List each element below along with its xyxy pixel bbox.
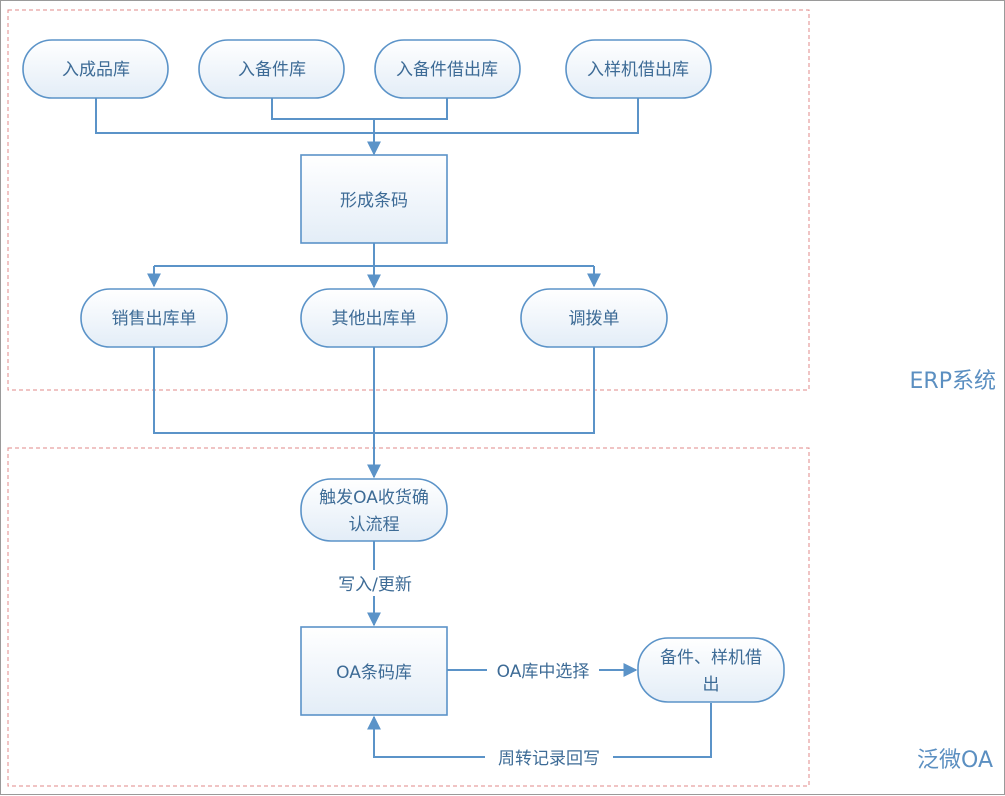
node-oa-barcode: OA条码库 — [300, 626, 448, 716]
node-transfer: 调拨单 — [520, 288, 668, 348]
node-label: 形成条码 — [340, 191, 408, 211]
node-in-spare-loan: 入备件借出库 — [374, 39, 521, 99]
node-shape — [374, 39, 521, 99]
select-label-bg — [487, 657, 599, 683]
node-label: 入样机借出库 — [587, 60, 689, 80]
node-in-spare: 入备件库 — [198, 39, 345, 99]
merge-line-outer — [95, 98, 639, 134]
outbound-merge-connectors — [153, 347, 595, 479]
node-in-finished: 入成品库 — [22, 39, 169, 99]
oa-region-box — [7, 447, 810, 787]
erp-region-box — [7, 9, 810, 391]
node-trigger-oa: 触发OA收货确 认流程 — [300, 478, 448, 542]
node-sales-out: 销售出库单 — [80, 288, 228, 348]
node-label-line1: 备件、样机借 — [660, 648, 762, 668]
node-shape — [300, 626, 448, 716]
node-loan-out: 备件、样机借 出 — [637, 637, 785, 703]
split-connectors — [147, 243, 601, 289]
node-label-line2: 认流程 — [349, 515, 400, 535]
node-shape — [637, 637, 785, 703]
writeback-label-bg — [485, 744, 613, 770]
region-label-erp: ERP系统 — [910, 369, 996, 394]
node-shape — [300, 154, 448, 244]
region-label-oa: 泛微OA — [917, 748, 993, 773]
node-shape — [80, 288, 228, 348]
node-label: 销售出库单 — [112, 309, 197, 329]
write-update-label-bg — [327, 570, 423, 596]
node-barcode: 形成条码 — [300, 154, 448, 244]
node-label-line2: 出 — [703, 675, 720, 695]
node-label-line1: 触发OA收货确 — [319, 488, 429, 508]
node-shape — [300, 478, 448, 542]
node-shape — [300, 288, 448, 348]
node-label: 入备件借出库 — [396, 60, 498, 80]
node-label: 入备件库 — [238, 60, 306, 80]
node-shape — [565, 39, 712, 99]
node-other-out: 其他出库单 — [300, 288, 448, 348]
node-shape — [198, 39, 345, 99]
node-label: 入成品库 — [62, 60, 130, 80]
edge-label-write-update: 写入/更新 — [338, 575, 412, 595]
node-shape — [22, 39, 169, 99]
edge-label-writeback: 周转记录回写 — [498, 749, 600, 769]
node-label: 其他出库单 — [332, 309, 417, 329]
merge-line-inner — [271, 98, 448, 120]
edge-label-select-from-oa: OA库中选择 — [497, 662, 590, 682]
node-label: 调拨单 — [569, 309, 620, 329]
node-shape — [520, 288, 668, 348]
node-label: OA条码库 — [336, 663, 412, 683]
merge-connectors — [95, 98, 639, 156]
node-in-sample-loan: 入样机借出库 — [565, 39, 712, 99]
